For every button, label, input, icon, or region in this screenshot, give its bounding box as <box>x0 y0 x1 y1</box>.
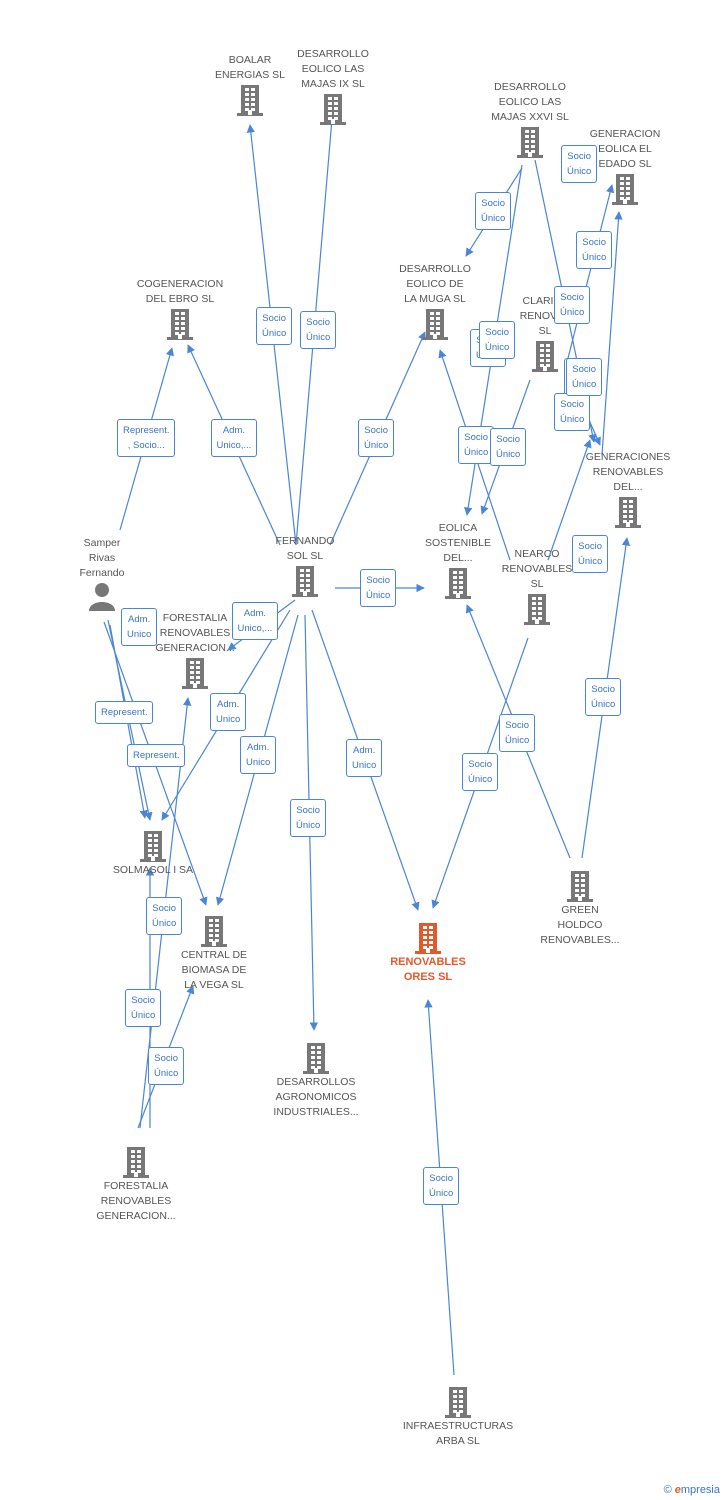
building-icon <box>520 869 640 903</box>
building-icon <box>93 829 213 863</box>
brand-name: mpresia <box>680 1484 720 1496</box>
node-label: BOALAR ENERGIAS SL <box>214 54 286 81</box>
relation-badge[interactable]: Adm. Unico,... <box>231 602 279 640</box>
node-forest1[interactable]: FORESTALIA RENOVABLES GENERACION... <box>135 611 255 690</box>
building-icon <box>120 307 240 341</box>
node-label: CENTRAL DE BIOMASA DE LA VEGA SL <box>180 949 248 991</box>
edge-nearco-to-genrendel <box>547 439 592 561</box>
relation-badge[interactable]: Represent. <box>95 700 154 724</box>
node-label: DESARROLLO EOLICO DE LA MUGA SL <box>399 263 471 305</box>
building-icon <box>485 339 605 373</box>
edge-genrendel-to-geneledado <box>601 211 623 456</box>
edge-clariss-to-genrendel <box>564 184 615 371</box>
node-geneledado[interactable]: GENERACION EOLICA EL EDADO SL <box>565 127 685 206</box>
node-label: DESARROLLO EOLICO LAS MAJAS IX SL <box>297 48 369 90</box>
person-icon <box>42 581 162 611</box>
relation-badge[interactable]: Adm. Unico <box>346 739 383 777</box>
node-renov[interactable]: RENOVABLES ORES SL <box>368 921 488 985</box>
node-samper[interactable]: Samper Rivas Fernando <box>42 536 162 611</box>
relation-badge[interactable]: Socio Único <box>300 311 337 349</box>
relation-badge[interactable]: Socio Único <box>572 535 609 573</box>
node-label: FORESTALIA RENOVABLES GENERACION... <box>155 612 235 654</box>
node-label: GREEN HOLDCO RENOVABLES... <box>540 904 620 946</box>
node-agro[interactable]: DESARROLLOS AGRONOMICOS INDUSTRIALES... <box>256 1041 376 1120</box>
brand-initial: e <box>674 1484 681 1496</box>
node-label: FERNANDO SOL SL <box>275 535 335 562</box>
node-fernando[interactable]: FERNANDO SOL SL <box>245 534 365 598</box>
relation-badge[interactable]: Represent. <box>127 743 186 767</box>
node-label: DESARROLLOS AGRONOMICOS INDUSTRIALES... <box>273 1076 359 1118</box>
relation-badge[interactable]: Socio Único <box>499 714 536 752</box>
node-central[interactable]: CENTRAL DE BIOMASA DE LA VEGA SL <box>154 914 274 993</box>
relation-badge[interactable]: Socio Único <box>554 286 591 324</box>
node-label: Samper Rivas Fernando <box>79 537 125 579</box>
relation-badge[interactable]: Socio Único <box>290 799 327 837</box>
node-label: COGENERACION DEL EBRO SL <box>136 278 224 305</box>
node-green[interactable]: GREEN HOLDCO RENOVABLES... <box>520 869 640 948</box>
node-label: RENOVABLES ORES SL <box>390 956 466 983</box>
building-icon <box>135 656 255 690</box>
building-icon <box>470 125 590 159</box>
building-icon <box>190 83 310 117</box>
building-icon <box>273 92 393 126</box>
building-icon <box>398 566 518 600</box>
relation-badge[interactable]: Socio Único <box>256 307 293 345</box>
building-icon <box>375 307 495 341</box>
relation-badge[interactable]: Socio Único <box>458 426 495 464</box>
empresia-logo: © empresia <box>664 1484 720 1496</box>
relation-badge[interactable]: Socio Único <box>358 419 395 457</box>
relation-badge[interactable]: Adm. Unico,... <box>210 419 258 457</box>
relation-badge[interactable]: Represent. , Socio... <box>117 419 176 457</box>
relation-badge[interactable]: Socio Único <box>576 231 613 269</box>
node-label: GENERACION EOLICA EL EDADO SL <box>589 128 661 170</box>
copyright-symbol: © <box>663 1484 672 1496</box>
building-icon <box>477 592 597 626</box>
node-label: DESARROLLO EOLICO LAS MAJAS XXVI SL <box>491 81 569 123</box>
relation-badge[interactable]: Socio Único <box>554 393 591 431</box>
node-cogebro[interactable]: COGENERACION DEL EBRO SL <box>120 277 240 341</box>
relation-badge[interactable]: Socio Único <box>423 1167 460 1205</box>
node-arba[interactable]: INFRAESTRUCTURAS ARBA SL <box>398 1385 518 1449</box>
node-label: INFRAESTRUCTURAS ARBA SL <box>402 1420 514 1447</box>
relation-badge[interactable]: Adm. Unico <box>210 693 247 731</box>
node-eolica[interactable]: EOLICA SOSTENIBLE DEL... <box>398 521 518 600</box>
building-icon <box>256 1041 376 1075</box>
building-icon <box>398 1385 518 1419</box>
node-majas26[interactable]: DESARROLLO EOLICO LAS MAJAS XXVI SL <box>470 80 590 159</box>
relation-badge[interactable]: Socio Único <box>125 989 162 1027</box>
node-solmasol[interactable]: SOLMASOL I SA <box>93 829 213 878</box>
relation-badge[interactable]: Socio Único <box>566 358 603 396</box>
node-label: FORESTALIA RENOVABLES GENERACION... <box>96 1180 176 1222</box>
node-majas9[interactable]: DESARROLLO EOLICO LAS MAJAS IX SL <box>273 47 393 126</box>
building-icon <box>76 1145 196 1179</box>
node-forest2[interactable]: FORESTALIA RENOVABLES GENERACION... <box>76 1145 196 1224</box>
node-boalar[interactable]: BOALAR ENERGIAS SL <box>190 53 310 117</box>
relation-badge[interactable]: Socio Único <box>360 569 397 607</box>
relation-badge[interactable]: Socio Único <box>146 897 183 935</box>
relation-badge[interactable]: Socio Único <box>490 428 527 466</box>
relation-badge[interactable]: Socio Único <box>479 321 516 359</box>
relation-badge[interactable]: Socio Único <box>148 1047 185 1085</box>
building-icon <box>245 564 365 598</box>
relation-badge[interactable]: Adm. Unico <box>121 608 158 646</box>
building-icon <box>154 914 274 948</box>
building-icon <box>568 495 688 529</box>
building-icon <box>565 172 685 206</box>
relation-badge[interactable]: Socio Único <box>561 145 598 183</box>
relation-badge[interactable]: Socio Único <box>585 678 622 716</box>
node-label: SOLMASOL I SA <box>112 864 194 876</box>
relation-badge[interactable]: Socio Único <box>462 753 499 791</box>
node-label: GENERACIONES RENOVABLES DEL... <box>585 451 671 493</box>
relation-badge[interactable]: Adm. Unico <box>240 736 277 774</box>
node-genrendel[interactable]: GENERACIONES RENOVABLES DEL... <box>568 450 688 529</box>
node-label: NEARCO RENOVABLES SL <box>501 548 573 590</box>
node-nearco[interactable]: NEARCO RENOVABLES SL <box>477 547 597 626</box>
node-label: EOLICA SOSTENIBLE DEL... <box>425 522 491 564</box>
building-icon <box>368 921 488 955</box>
relation-badge[interactable]: Socio Único <box>475 192 512 230</box>
node-muga[interactable]: DESARROLLO EOLICO DE LA MUGA SL <box>375 262 495 341</box>
